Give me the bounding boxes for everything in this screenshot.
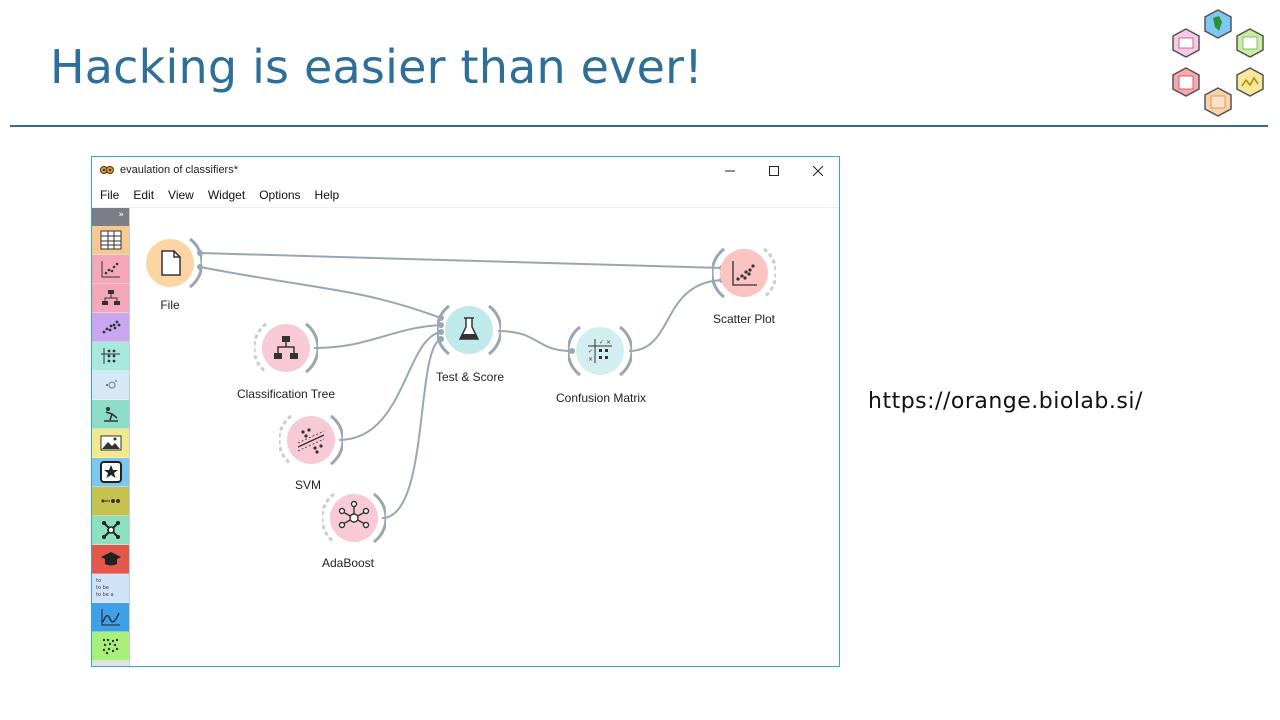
widget-svm[interactable] <box>279 408 343 472</box>
maximize-button[interactable] <box>752 157 796 185</box>
network-icon <box>338 500 370 529</box>
matrix-icon: ✓×✓× <box>588 339 612 363</box>
grid-icon <box>100 348 120 364</box>
slide-title: Hacking is easier than ever! <box>50 40 703 94</box>
toolbox-timeseries[interactable] <box>92 603 129 632</box>
tree-icon <box>274 336 298 359</box>
widget-svm-label: SVM <box>294 478 322 492</box>
toolbox-image[interactable] <box>92 429 129 458</box>
tree-icon <box>101 290 120 305</box>
svg-text:to be: to be <box>96 585 109 591</box>
timeseries-icon <box>101 609 120 626</box>
toolbox-model[interactable] <box>92 284 129 313</box>
widget-confusion-matrix-label: Confusion Matrix <box>555 391 647 405</box>
toolbox-evaluate[interactable] <box>92 371 129 400</box>
orange-url[interactable]: https://orange.biolab.si/ <box>868 389 1143 414</box>
close-button[interactable] <box>796 157 839 185</box>
widget-file[interactable] <box>138 231 202 295</box>
toolbox-expand-button[interactable]: » <box>92 208 129 226</box>
flask-icon <box>458 317 480 340</box>
scatter-icon <box>101 261 120 278</box>
menu-widget[interactable]: Widget <box>207 188 246 202</box>
link-file-testscore <box>199 266 442 319</box>
image-icon <box>100 435 121 451</box>
toolbox-bioinformatics[interactable] <box>92 632 129 661</box>
menu-edit[interactable]: Edit <box>133 188 155 202</box>
menu-view[interactable]: View <box>168 188 194 202</box>
pipeline-icon <box>101 499 120 503</box>
widget-confusion-matrix[interactable]: ✓×✓× <box>568 319 632 383</box>
svg-text:✓: ✓ <box>599 339 604 346</box>
cluster-icon <box>102 638 118 655</box>
network-icon <box>101 521 120 539</box>
svm-icon <box>297 428 325 454</box>
menubar: File Edit View Widget Options Help <box>92 185 839 208</box>
widget-classification-tree-label: Classification Tree <box>236 387 336 401</box>
link-testscore-confusion <box>497 330 573 352</box>
widget-adaboost[interactable] <box>322 486 386 550</box>
scatter-icon <box>732 261 757 286</box>
widget-adaboost-label: AdaBoost <box>321 556 375 570</box>
orange-app-icon <box>100 166 114 174</box>
menu-options[interactable]: Options <box>259 188 301 202</box>
star-icon <box>99 461 122 483</box>
graduation-cap-icon <box>100 552 121 566</box>
minimize-icon <box>725 170 735 172</box>
widget-file-label: File <box>160 298 180 312</box>
toolbox-prototypes[interactable] <box>92 487 129 516</box>
widget-classification-tree[interactable] <box>254 316 318 380</box>
svg-text:to be a: to be a <box>96 592 114 598</box>
svg-text:×: × <box>588 356 593 363</box>
digger-icon <box>103 407 118 422</box>
toolbox-educational[interactable] <box>92 545 129 574</box>
toolbox-transform[interactable] <box>92 342 129 371</box>
sparkle-icon <box>105 380 117 389</box>
widget-test-score-label: Test & Score <box>435 370 505 384</box>
table-icon <box>100 230 121 250</box>
file-icon <box>161 250 181 276</box>
workflow-canvas[interactable]: File Classification Tree SVM AdaBoost <box>130 208 839 666</box>
link-tree-testscore <box>313 324 442 349</box>
toolbox-unsupervised[interactable] <box>92 313 129 342</box>
orange-logo-icon <box>1172 9 1264 117</box>
toolbox-visualize[interactable] <box>92 255 129 284</box>
menu-file[interactable]: File <box>100 188 120 202</box>
window-title: evaulation of classifiers* <box>120 164 239 176</box>
widget-scatter-plot-label: Scatter Plot <box>712 312 776 326</box>
widget-scatter-plot[interactable] <box>712 241 776 305</box>
toolbox-miner[interactable] <box>92 400 129 429</box>
widget-test-score[interactable] <box>437 298 501 362</box>
points-icon <box>102 320 120 334</box>
orange-window: evaulation of classifiers* File Edit Vie… <box>91 156 840 667</box>
svg-text:to: to <box>96 578 101 584</box>
widget-toolbox: » <box>92 208 130 666</box>
close-icon <box>813 166 823 176</box>
maximize-icon <box>769 166 779 176</box>
window-titlebar[interactable]: evaulation of classifiers* <box>92 157 839 185</box>
svg-text:×: × <box>606 339 611 346</box>
toolbox-network[interactable] <box>92 516 129 545</box>
minimize-button[interactable] <box>708 157 752 185</box>
link-file-scatter <box>199 252 723 269</box>
link-svm-testscore <box>338 331 442 441</box>
svg-text:✓: ✓ <box>588 348 593 355</box>
link-adaboost-testscore <box>381 338 442 519</box>
link-confusion-scatter <box>628 279 723 352</box>
toolbox-data[interactable] <box>92 226 129 255</box>
menu-help[interactable]: Help <box>314 188 340 202</box>
title-divider <box>10 125 1268 127</box>
toolbox-favorites[interactable] <box>92 458 129 487</box>
